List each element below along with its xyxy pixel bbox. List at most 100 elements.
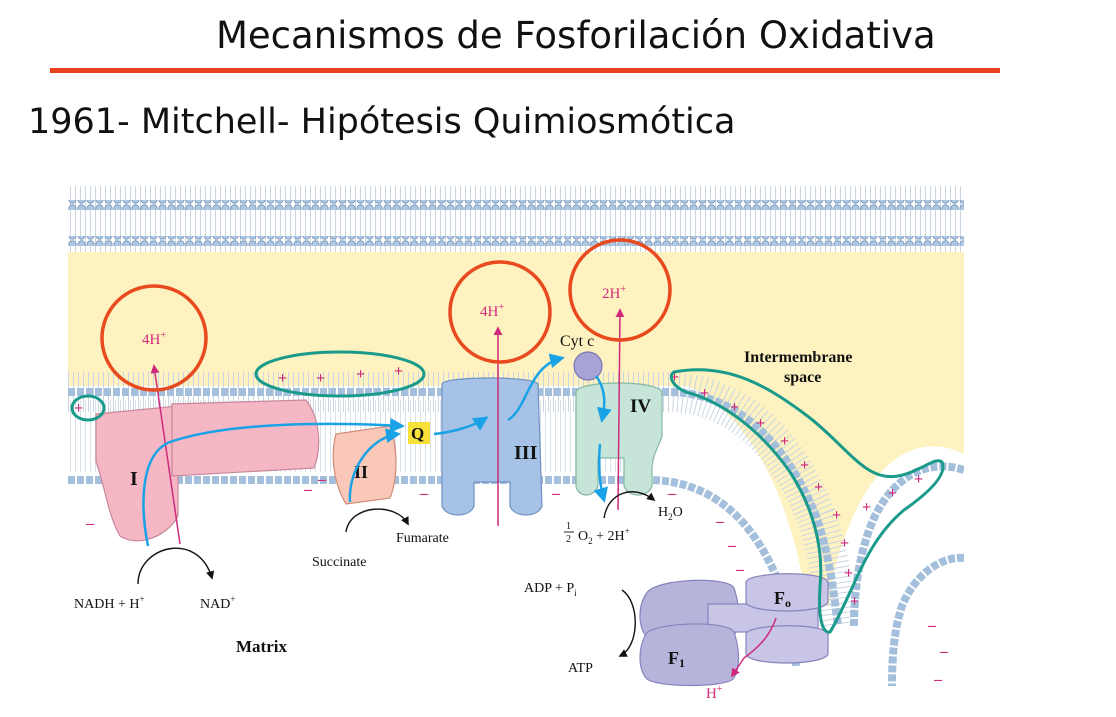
svg-text:+: +	[840, 535, 849, 552]
complex-IV-label: IV	[630, 396, 651, 417]
svg-text:+: +	[800, 457, 809, 474]
intermembrane-label-2: space	[784, 369, 821, 386]
svg-text:+: +	[74, 400, 83, 417]
adp-subscript: i	[574, 588, 577, 598]
svg-text:NADH + H+: NADH + H+	[74, 594, 145, 612]
svg-text:–: –	[735, 561, 745, 578]
svg-text:+: +	[756, 415, 765, 432]
svg-text:+: +	[278, 370, 287, 387]
svg-text:+: +	[832, 507, 841, 524]
svg-text:+: +	[914, 471, 923, 488]
svg-text:4H+: 4H+	[480, 302, 504, 320]
succinate-label: Succinate	[312, 555, 366, 570]
proton-sup-I: +	[160, 330, 166, 341]
outer-membrane	[68, 186, 964, 262]
chemiosmotic-diagram: I II Q III Cyt c IV Fo F1	[68, 186, 964, 710]
f1-label: F	[668, 648, 679, 668]
complex-I: I	[95, 399, 320, 542]
nad-label: NAD	[200, 597, 230, 612]
svg-text:–: –	[551, 485, 561, 502]
svg-text:–: –	[927, 617, 937, 634]
svg-text:+: +	[730, 399, 739, 416]
positive-charges: + + + + + + + + + + + + + + + + + + +	[74, 363, 923, 610]
svg-text:H2O: H2O	[658, 505, 683, 522]
fo-subscript: o	[785, 596, 791, 610]
proton-labels: 4H+ 4H+ 2H+ H+	[142, 284, 723, 702]
svg-text:+: +	[670, 369, 679, 386]
svg-text:+: +	[814, 479, 823, 496]
intermembrane-label: Intermembrane	[744, 349, 852, 366]
proton-label-atp-synthase: H	[706, 686, 717, 702]
svg-text:–: –	[715, 513, 725, 530]
svg-text:–: –	[667, 485, 677, 502]
o2-subscript: 2	[588, 536, 593, 546]
svg-text:+: +	[888, 485, 897, 502]
atp-synthase: Fo F1	[639, 573, 829, 687]
highlight-circles	[100, 238, 672, 392]
matrix-label: Matrix	[236, 637, 287, 656]
complex-III-label: III	[514, 442, 538, 464]
svg-text:NAD+: NAD+	[200, 594, 235, 612]
proton-sup-atp-synthase: +	[717, 684, 723, 695]
svg-text:Fo: Fo	[774, 588, 791, 610]
reaction-arrows	[137, 491, 656, 657]
svg-text:+: +	[394, 363, 403, 380]
proton-label-IV: 2H	[602, 286, 621, 302]
svg-text:+: +	[700, 385, 709, 402]
nad-sup: +	[230, 594, 235, 604]
svg-text:+: +	[780, 433, 789, 450]
cytochrome-c: Cyt c	[560, 333, 603, 381]
reaction-labels: NADH + H+ NAD+ Succinate Fumarate H2O 1 …	[74, 505, 683, 676]
fumarate-label: Fumarate	[396, 531, 449, 546]
half-numerator: 1	[566, 521, 571, 532]
nadh-label: NADH + H	[74, 597, 139, 612]
atp-label: ATP	[568, 661, 593, 676]
proton-label-I: 4H	[142, 332, 161, 348]
svg-text:–: –	[85, 515, 95, 532]
proton-sup-IV: +	[620, 284, 626, 295]
o2-sup: +	[625, 526, 630, 536]
electron-flow-arrows	[142, 353, 612, 547]
compartment-labels: Intermembrane space Matrix	[236, 349, 852, 656]
highlight-outlines	[70, 350, 945, 634]
svg-text:+: +	[356, 366, 365, 383]
nadh-sup: +	[139, 594, 144, 604]
svg-text:+: +	[316, 370, 325, 387]
h2o-end: O	[673, 505, 683, 520]
svg-text:–: –	[939, 643, 949, 660]
complex-I-label: I	[130, 468, 138, 490]
svg-text:–: –	[419, 485, 429, 502]
svg-text:–: –	[303, 481, 313, 498]
negative-charges: – – – – – – – – – – – –	[85, 471, 949, 688]
half-denominator: 2	[566, 534, 571, 545]
complex-II-label: II	[354, 462, 368, 482]
svg-text:O2 + 2H+: O2 + 2H+	[578, 526, 630, 546]
complex-III: III	[441, 377, 543, 516]
ubiquinone-label: Q	[411, 424, 424, 443]
svg-text:–: –	[727, 537, 737, 554]
proton-sup-III: +	[498, 302, 504, 313]
svg-text:+: +	[844, 565, 853, 582]
svg-text:+: +	[862, 499, 871, 516]
svg-text:+: +	[850, 593, 859, 610]
svg-text:–: –	[933, 671, 943, 688]
slide-title: Mecanismos de Fosforilación Oxidativa	[216, 14, 936, 57]
adp-label: ADP + P	[524, 581, 574, 596]
svg-text:–: –	[317, 471, 327, 488]
ubiquinone-Q: Q	[408, 422, 430, 444]
svg-text:2H+: 2H+	[602, 284, 626, 302]
h2o-subscript: 2	[668, 512, 673, 522]
svg-text:F1: F1	[668, 648, 685, 670]
fo-label: F	[774, 588, 785, 608]
svg-text:4H+: 4H+	[142, 330, 166, 348]
f1-subscript: 1	[679, 656, 685, 670]
slide-subtitle: 1961- Mitchell- Hipótesis Quimiosmótica	[28, 102, 736, 142]
cytochrome-c-label: Cyt c	[560, 333, 594, 350]
intermembrane-space	[68, 252, 964, 606]
o2-rest: + 2H	[593, 529, 625, 544]
title-underline	[50, 68, 1000, 73]
svg-text:ADP + Pi: ADP + Pi	[524, 581, 577, 598]
svg-text:H+: H+	[706, 684, 723, 702]
proton-label-III: 4H	[480, 304, 499, 320]
h2o-label: H	[658, 505, 668, 520]
